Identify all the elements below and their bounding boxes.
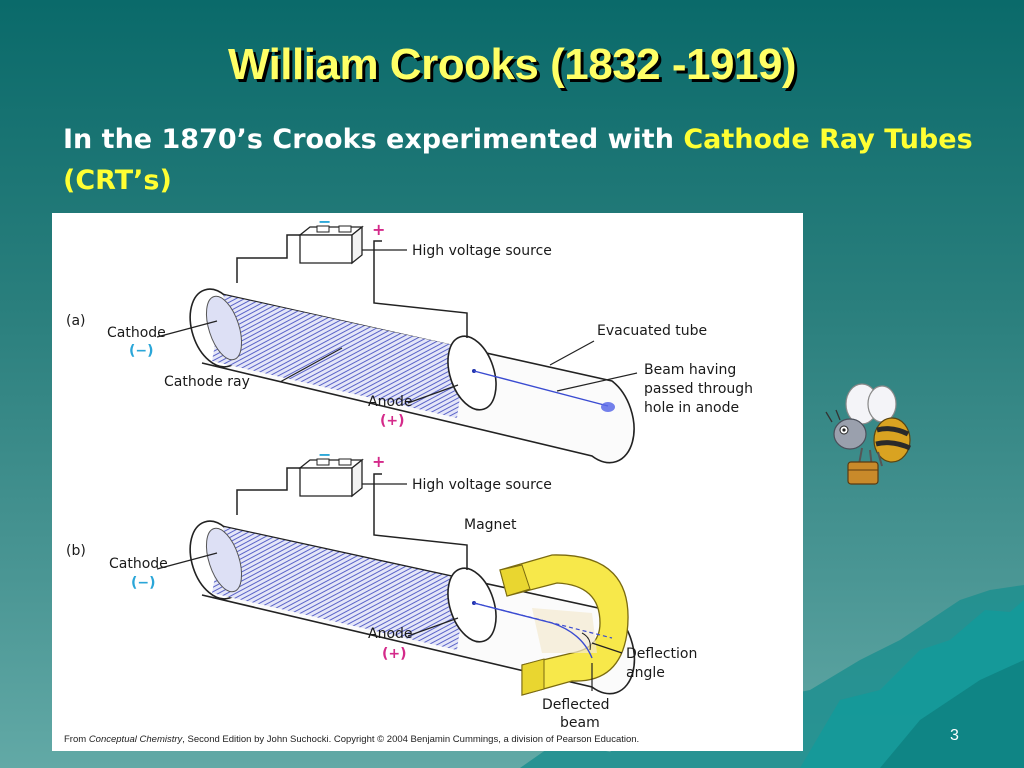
panel-a-minus: − [318, 213, 331, 231]
caption-from: From [64, 734, 89, 745]
bee-icon [825, 383, 912, 485]
panel-a-anode-label: Anode [368, 394, 413, 410]
panel-a-evacuated-tube-label: Evacuated tube [597, 323, 707, 339]
panel-a-plus: + [372, 220, 385, 239]
slide-title: William Crooks (1832 -1919) [227, 40, 797, 89]
panel-b-deflection-label-1: Deflection [626, 646, 697, 662]
panel-a-high-voltage-label: High voltage source [412, 243, 552, 259]
panel-b-deflected-label-1: Deflected [542, 697, 610, 713]
slide-subtitle: In the 1870’s Crooks experimented with C… [63, 119, 1023, 201]
figure-caption: From Conceptual Chemistry, Second Editio… [64, 734, 639, 745]
panel-b-minus: − [318, 445, 331, 464]
panel-a-cathode-ray-label: Cathode ray [164, 374, 250, 390]
panel-b-anode-label: Anode [368, 626, 413, 642]
page-number: 3 [950, 727, 959, 744]
panel-b-deflection-label-2: angle [626, 665, 665, 681]
panel-b-deflected-label-2: beam [560, 715, 600, 731]
panel-b-label: (b) [66, 543, 86, 559]
panel-a-label: (a) [66, 313, 86, 329]
panel-a-cathode-sign: (−) [129, 343, 154, 359]
panel-b-anode-sign: (+) [382, 646, 407, 662]
subtitle-text: In the 1870’s Crooks experimented with [63, 124, 684, 155]
panel-a-cathode-label: Cathode [107, 325, 166, 341]
caption-rest: , Second Edition by John Suchocki. Copyr… [182, 734, 640, 745]
panel-b-plus: + [372, 452, 385, 471]
panel-b-high-voltage-label: High voltage source [412, 477, 552, 493]
panel-a-anode-sign: (+) [380, 413, 405, 429]
panel-a-beam-label-1: Beam having [644, 362, 736, 378]
panel-b-magnet-label: Magnet [464, 517, 517, 533]
panel-a-beam-label-2: passed through [644, 381, 753, 397]
caption-book-title: Conceptual Chemistry [88, 734, 183, 745]
panel-a-diagram [156, 225, 638, 464]
crt-figure: − + High voltage source (a) Cathode (−) … [52, 213, 803, 751]
panel-b-diagram [156, 458, 636, 696]
subtitle-highlight: Cathode Ray Tubes (CRT’s) [63, 124, 973, 196]
panel-a-beam-label-3: hole in anode [644, 400, 739, 416]
panel-b-cathode-label: Cathode [109, 556, 168, 572]
panel-b-cathode-sign: (−) [131, 575, 156, 591]
